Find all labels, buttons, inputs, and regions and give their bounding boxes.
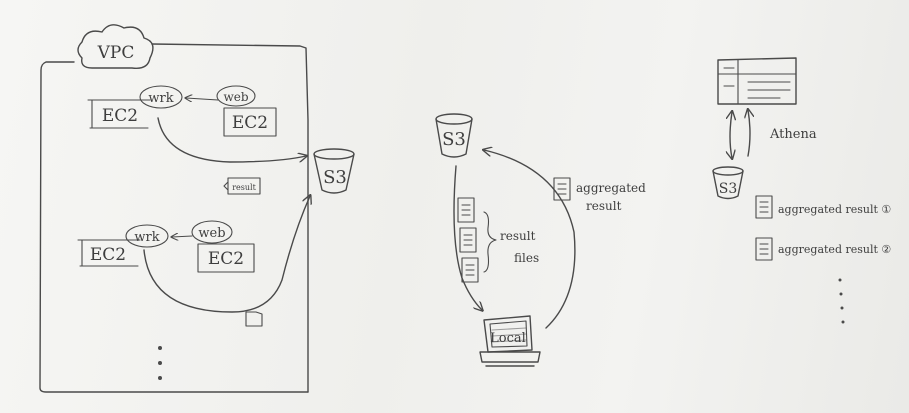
ec2-label: EC2 <box>102 106 138 126</box>
more-instances-dots <box>158 346 162 380</box>
s3-bucket-middle: S3 <box>435 113 473 158</box>
web-label: web <box>198 226 225 241</box>
worker-label: wrk <box>134 230 159 245</box>
curly-brace <box>483 211 497 273</box>
ec2-instance-1a: EC2 <box>87 99 151 129</box>
file-icon <box>755 237 773 261</box>
result-file-icon: result <box>223 177 261 195</box>
worker1-to-s3-arrow <box>157 117 306 163</box>
s3-label: S3 <box>323 167 347 188</box>
result-files-label: files <box>514 251 539 265</box>
athena-arrow-left <box>730 112 732 158</box>
file-icon <box>553 177 571 201</box>
table-screen-icon <box>717 57 797 105</box>
local-label: Local <box>490 331 526 346</box>
athena-arrow-right <box>748 110 750 157</box>
ec2-instance-1b: EC2 <box>223 107 277 137</box>
worker-process-2: wrk <box>125 224 169 248</box>
aggregated-result-2: aggregated result ② <box>755 237 891 261</box>
ec2-label: EC2 <box>90 245 126 265</box>
worker2-to-s3-arrow <box>143 196 310 313</box>
result-files-label: result <box>500 229 536 243</box>
file-icon <box>461 257 479 283</box>
worker-process-1: wrk <box>139 85 183 109</box>
aggregated-result-label: aggregated result ② <box>778 243 891 256</box>
local-computer: Local <box>479 315 541 367</box>
aggregated-label: result <box>586 199 622 213</box>
result-files: result files <box>457 197 539 283</box>
s3-label: S3 <box>719 181 738 197</box>
ec2-instance-2a: EC2 <box>77 239 141 267</box>
worker-label: wrk <box>148 91 173 106</box>
s3-label: S3 <box>442 129 466 150</box>
aggregated-label: aggregated <box>576 181 646 195</box>
aggregated-result-label: aggregated result ① <box>778 203 891 216</box>
upload-arrow <box>484 150 576 329</box>
ec2-instance-2b: EC2 <box>197 243 255 273</box>
file-icon <box>755 195 773 219</box>
vpc-cloud: VPC <box>77 24 154 69</box>
web-to-worker-arrow-1 <box>186 98 219 100</box>
aggregated-file: aggregated result <box>553 177 646 213</box>
web-to-worker-arrow-2 <box>172 236 193 237</box>
result-file-label: result <box>232 183 256 192</box>
vpc-boundary <box>39 43 309 393</box>
web-process-2: web <box>191 220 233 244</box>
s3-bucket-vpc: S3 <box>313 148 355 194</box>
download-arrow <box>453 165 482 310</box>
more-results-dots <box>838 278 845 324</box>
ec2-label: EC2 <box>232 113 268 133</box>
web-process-1: web <box>216 85 256 107</box>
vpc-label: VPC <box>97 43 135 63</box>
s3-bucket-right: S3 <box>712 166 744 200</box>
web-label: web <box>223 90 248 104</box>
ec2-label: EC2 <box>208 249 244 269</box>
file-icon <box>457 197 475 223</box>
small-file-icon <box>245 311 263 327</box>
file-icon <box>459 227 477 253</box>
aggregated-result-1: aggregated result ① <box>755 195 891 219</box>
athena-label: Athena <box>769 127 817 142</box>
